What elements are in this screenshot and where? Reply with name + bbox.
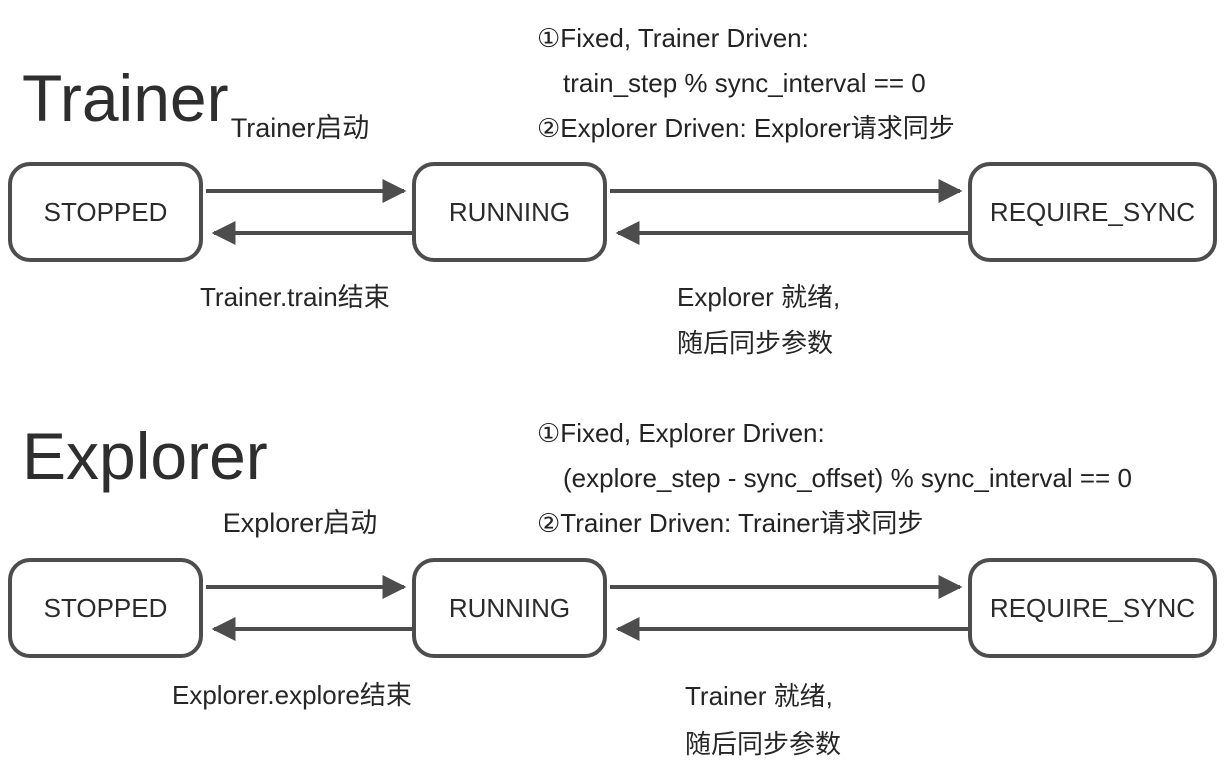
- trainer-state-stopped: STOPPED: [8, 162, 203, 262]
- trainer-stop-edge-label: Trainer.train结束: [200, 282, 390, 312]
- explorer-state-require-sync: REQUIRE_SYNC: [968, 558, 1217, 658]
- trainer-annotation-line-3: ②Explorer Driven: Explorer请求同步: [537, 113, 955, 143]
- explorer-annotation-line-1: ①Fixed, Explorer Driven:: [537, 418, 825, 448]
- explorer-sync-edge-label-line-1: Trainer 就绪,: [685, 681, 833, 711]
- trainer-state-running: RUNNING: [412, 162, 607, 262]
- explorer-state-running-label: RUNNING: [448, 592, 571, 623]
- trainer-sync-edge-label: Explorer 就绪, 随后同步参数: [677, 274, 840, 366]
- explorer-start-edge-label: Explorer启动: [222, 508, 378, 538]
- trainer-annotation-line-2: train_step % sync_interval == 0: [563, 68, 926, 98]
- explorer-section-title: Explorer: [22, 419, 268, 493]
- explorer-sync-edge-label-line-2: 随后同步参数: [685, 729, 842, 759]
- trainer-state-require-sync-label: REQUIRE_SYNC: [989, 196, 1196, 227]
- explorer-sync-condition-annotations: ①Fixed, Explorer Driven: (explore_step -…: [537, 411, 1132, 546]
- trainer-sync-edge-label-line-2: 随后同步参数: [677, 328, 834, 358]
- explorer-state-running: RUNNING: [412, 558, 607, 658]
- trainer-sync-condition-annotations: ①Fixed, Trainer Driven: train_step % syn…: [537, 16, 955, 151]
- explorer-state-stopped: STOPPED: [8, 558, 203, 658]
- trainer-annotation-line-1: ①Fixed, Trainer Driven:: [537, 23, 809, 53]
- trainer-state-running-label: RUNNING: [448, 196, 571, 227]
- trainer-state-require-sync: REQUIRE_SYNC: [968, 162, 1217, 262]
- explorer-sync-edge-label: Trainer 就绪, 随后同步参数: [685, 672, 841, 768]
- explorer-state-require-sync-label: REQUIRE_SYNC: [989, 592, 1196, 623]
- trainer-section-title: Trainer: [22, 61, 229, 135]
- trainer-state-stopped-label: STOPPED: [43, 196, 168, 227]
- explorer-annotation-line-3: ②Trainer Driven: Trainer请求同步: [537, 508, 924, 538]
- explorer-stop-edge-label: Explorer.explore结束: [172, 680, 412, 710]
- explorer-state-stopped-label: STOPPED: [43, 592, 168, 623]
- trainer-sync-edge-label-line-1: Explorer 就绪,: [677, 282, 841, 312]
- trainer-start-edge-label: Trainer启动: [230, 113, 370, 143]
- explorer-annotation-line-2: (explore_step - sync_offset) % sync_inte…: [563, 463, 1132, 493]
